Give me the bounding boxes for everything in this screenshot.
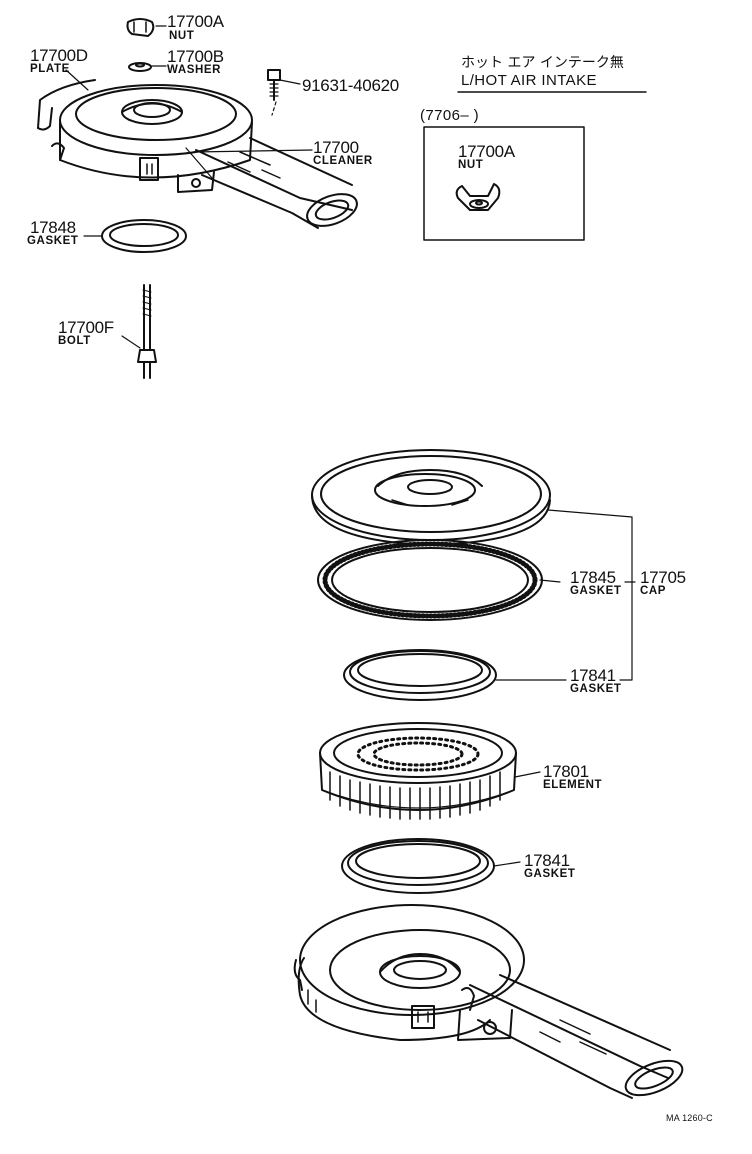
label-17848-name: GASKET [27,235,79,247]
label-17801-name: ELEMENT [543,779,603,791]
gasket-17845 [317,539,543,621]
gasket-17848 [83,219,187,253]
label-17801-number: 17801 [543,762,589,781]
label-17700A-name: NUT [169,30,195,42]
label-17700-name: CLEANER [313,155,373,167]
label-17700D-number: 17700D [30,46,88,65]
bolt-17700F [121,284,157,379]
note-box [423,91,647,241]
leader-lines [493,509,636,867]
label-17700A-number: 17700A [167,12,224,31]
label-17848-number: 17848 [30,218,76,237]
nut-washer-screw-top [65,18,313,153]
housing [293,904,684,1099]
label-17700B-name: WASHER [167,64,222,76]
label-17845-number: 17845 [570,568,616,587]
note-japanese: ホット エア インテーク無 [461,55,624,71]
label-17705-number: 17705 [640,568,686,587]
figure-code: MA 1260-C [666,1113,713,1123]
label-17700B-number: 17700B [167,47,224,66]
label-17841-lower-name: GASKET [524,868,576,880]
cap-17705 [311,449,551,546]
note-nut-name: NUT [458,159,484,171]
label-91631-40620: 91631-40620 [302,76,399,95]
assembled-air-cleaner [37,79,358,229]
label-17841-lower-number: 17841 [524,851,570,870]
label-17700F-name: BOLT [58,335,91,347]
gasket-17841-upper [343,649,497,701]
note-nut-number: 17700A [458,142,515,161]
label-17705-name: CAP [640,585,667,597]
label-17841-upper-number: 17841 [570,666,616,685]
note-date-range: (7706– ) [420,107,480,124]
label-17700-number: 17700 [313,138,359,157]
gasket-17841-lower [341,838,495,894]
label-17845-name: GASKET [570,585,622,597]
label-17700D-name: PLATE [30,63,70,75]
label-17700F-number: 17700F [58,318,114,337]
element-17801 [319,722,517,820]
note-english: L/HOT AIR INTAKE [461,72,597,89]
label-17841-upper-name: GASKET [570,683,622,695]
